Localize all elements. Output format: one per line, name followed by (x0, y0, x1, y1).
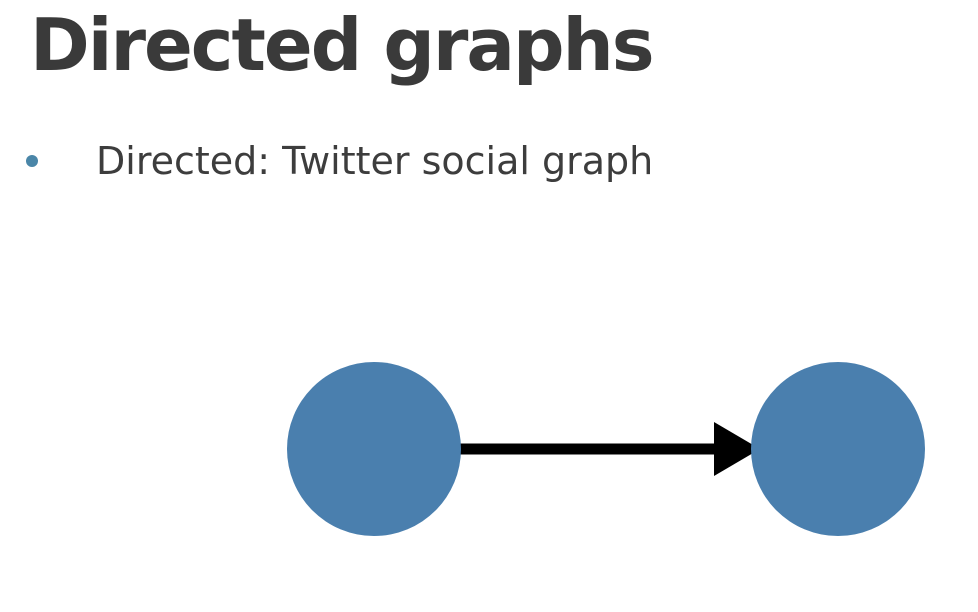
bullet-item: Directed: Twitter social graph (26, 136, 653, 186)
slide-title: Directed graphs (30, 3, 655, 87)
bullet-dot-icon (26, 155, 38, 167)
bullet-text: Directed: Twitter social graph (96, 139, 654, 183)
node-target (751, 362, 925, 536)
node-source (287, 362, 461, 536)
arrowhead-icon (714, 422, 760, 476)
